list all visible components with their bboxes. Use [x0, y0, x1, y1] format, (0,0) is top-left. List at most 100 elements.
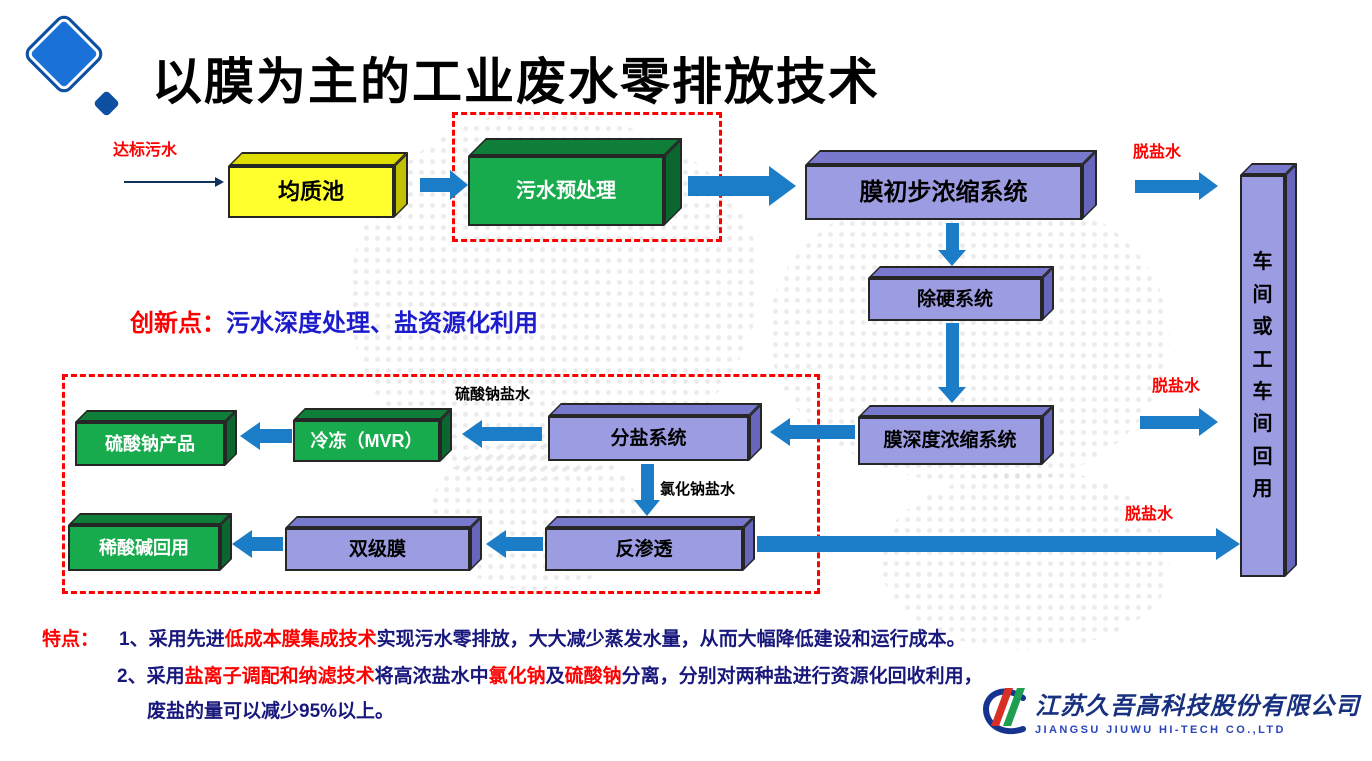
- label-sodium-sulfate-brine: 硫酸钠盐水: [455, 386, 531, 403]
- label-desalted-water-1: 脱盐水: [1133, 144, 1182, 161]
- arrow-bar: [688, 176, 769, 196]
- company-logo-mark: [983, 688, 1026, 735]
- arrow-head: [634, 500, 660, 516]
- box-dilute-acid-alkali-reuse: 稀酸碱回用: [68, 513, 232, 571]
- box-membrane-deep-concentration: 膜深度浓缩系统: [858, 405, 1054, 465]
- company-logo: 江苏久吾高科技股份有限公司 JIANGSU JIUWU HI-TECH CO.,…: [983, 686, 1360, 736]
- arrow-head: [770, 418, 790, 446]
- features-line-2: 2、采用盐离子调配和纳滤技术将高浓盐水中氯化钠及硫酸钠分离，分别对两种盐进行资源…: [117, 661, 983, 688]
- box-front-face: 稀酸碱回用: [68, 525, 220, 571]
- slide-logo-small-diamond: [93, 90, 120, 117]
- dotted-map-blob: [880, 470, 1170, 650]
- arrow-head: [938, 250, 966, 266]
- box-label: 双级膜: [348, 538, 406, 560]
- box-top-face: [548, 403, 762, 416]
- arrow-bar: [945, 323, 959, 387]
- arrow-head: [450, 170, 468, 200]
- box-side-face: [1042, 266, 1054, 321]
- box-front-face: 车间或工车间回用: [1240, 175, 1285, 577]
- arrow-deep-to-salt-separation: [770, 418, 855, 446]
- box-label: 反渗透: [615, 538, 673, 560]
- box-side-face: [225, 410, 237, 466]
- arrow-head: [938, 387, 966, 403]
- company-name-block: 江苏久吾高科技股份有限公司 JIANGSU JIUWU HI-TECH CO.,…: [1035, 686, 1360, 736]
- arrow-bar: [252, 537, 283, 551]
- arrow-head: [240, 422, 260, 450]
- arrow-ro-to-workshop: [757, 528, 1240, 560]
- box-front-face: 污水预处理: [468, 156, 664, 226]
- box-sodium-sulfate-product: 硫酸钠产品: [75, 410, 237, 466]
- label-influent: 达标污水: [113, 142, 178, 159]
- arrow-head: [1199, 172, 1218, 200]
- box-label: 均质池: [277, 179, 344, 205]
- box-label: 硫酸钠产品: [105, 433, 195, 454]
- box-front-face: 硫酸钠产品: [75, 422, 225, 466]
- feature-highlight: 盐离子调配和纳滤技术: [184, 666, 375, 687]
- features-label: 特点：: [42, 629, 100, 650]
- label-desalted-water-2: 脱盐水: [1152, 378, 1201, 395]
- arrow-line: [124, 181, 215, 183]
- influent-arrow: [124, 176, 224, 188]
- arrow-head: [1216, 528, 1240, 560]
- box-hardness-removal: 除硬系统: [868, 266, 1054, 321]
- arrow-bar: [790, 425, 855, 439]
- label-sodium-chloride-brine: 氯化钠盐水: [660, 481, 736, 498]
- box-front-face: 均质池: [228, 166, 394, 218]
- arrow-head: [462, 420, 482, 448]
- features-line-3: 废盐的量可以减少95%以上。: [147, 696, 394, 723]
- feature-text: 废盐的量可以减少95%以上。: [147, 701, 395, 722]
- box-top-face: [285, 516, 482, 528]
- box-top-face: [858, 405, 1054, 417]
- arrow-primary-to-workshop: [1135, 172, 1218, 200]
- feature-text: 实现污水零排放，大大减少蒸发水量，从而大幅降低建设和运行成本。: [376, 629, 966, 650]
- arrow-head: [1199, 408, 1218, 436]
- page-title: 以膜为主的工业废水零排放技术: [152, 54, 880, 110]
- box-top-face: [68, 513, 232, 525]
- box-side-face: [743, 516, 755, 571]
- box-label: 污水预处理: [516, 179, 616, 202]
- arrow-bar: [757, 536, 1216, 552]
- box-membrane-primary-concentration: 膜初步浓缩系统: [805, 150, 1097, 220]
- box-front-face: 除硬系统: [868, 278, 1042, 321]
- box-label: 除硬系统: [916, 288, 993, 310]
- arrow-bar: [945, 223, 959, 250]
- arrow-pretreatment-to-primary: [688, 166, 796, 206]
- label-desalted-water-3: 脱盐水: [1125, 506, 1174, 523]
- company-name-en: JIANGSU JIUWU HI-TECH CO.,LTD: [1035, 724, 1286, 736]
- box-top-face: [545, 516, 755, 528]
- arrow-head: [486, 530, 506, 558]
- box-label: 稀酸碱回用: [99, 537, 189, 558]
- feature-text: 及: [545, 666, 565, 687]
- innovation-label: 创新点：: [130, 310, 226, 337]
- arrow-bar: [1135, 179, 1199, 193]
- box-label: 车间或工车间回用: [1252, 251, 1273, 501]
- arrow-bar: [1140, 415, 1199, 429]
- box-front-face: 反渗透: [545, 528, 743, 571]
- arrow-salt-separation-to-ro: [634, 464, 660, 516]
- box-top-face: [228, 152, 408, 166]
- box-label: 膜深度浓缩系统: [883, 430, 1017, 452]
- arrow-double-membrane-to-acid-alkali: [232, 530, 283, 558]
- box-wastewater-pretreatment: 污水预处理: [468, 138, 682, 226]
- company-name-cn: 江苏久吾高科技股份有限公司: [1035, 694, 1360, 720]
- box-front-face: 双级膜: [285, 528, 470, 571]
- box-front-face: 分盐系统: [548, 416, 749, 461]
- feature-text: 2、采用: [117, 666, 185, 687]
- box-reverse-osmosis: 反渗透: [545, 516, 755, 571]
- box-front-face: 膜初步浓缩系统: [805, 165, 1082, 220]
- box-label: 膜初步浓缩系统: [859, 178, 1028, 206]
- box-label: 冷冻（MVR）: [310, 430, 423, 451]
- arrow-equalization-to-pretreatment: [420, 170, 468, 200]
- box-side-face: [470, 516, 482, 571]
- arrow-bar: [506, 537, 543, 551]
- box-double-stage-membrane: 双级膜: [285, 516, 482, 571]
- box-front-face: 膜深度浓缩系统: [858, 417, 1042, 465]
- innovation-line: 创新点：污水深度处理、盐资源化利用: [130, 303, 538, 338]
- box-top-face: [293, 408, 452, 420]
- feature-highlight: 硫酸钠: [564, 666, 622, 687]
- arrow-hardness-to-deep: [938, 323, 966, 403]
- arrow-bar: [260, 429, 292, 443]
- box-top-face: [805, 150, 1097, 165]
- features-line-1: 特点：1、采用先进低成本膜集成技术实现污水零排放，大大减少蒸发水量，从而大幅降低…: [42, 624, 966, 651]
